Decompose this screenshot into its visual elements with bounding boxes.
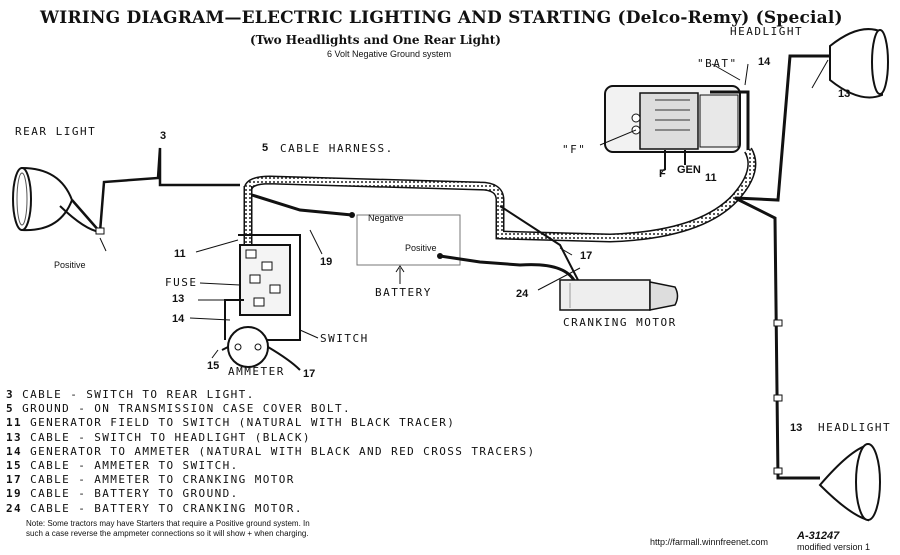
cable-3 [71,147,240,233]
headlight-top-label: HEADLIGHT [730,25,804,38]
legend-text: CABLE - SWITCH TO REAR LIGHT. [22,388,255,401]
legend-text: CABLE - BATTERY TO GROUND. [30,487,239,501]
callout-5: 5 [262,142,269,154]
callout-11-gen: 11 [705,172,717,184]
callout-13-top: 13 [838,88,851,100]
headlight-bottom-label: HEADLIGHT [818,421,892,434]
callout-3: 3 [160,130,167,142]
ammeter-label: AMMETER [228,365,285,378]
rear-light-lamp [12,166,74,232]
callout-14-top: 14 [758,56,771,68]
source-url: http://farmall.winnfreenet.com [650,537,769,547]
diagram-subtitle: (Two Headlights and One Rear Light) [250,33,501,47]
diagram-title: WIRING DIAGRAM—ELECTRIC LIGHTING AND STA… [40,8,843,28]
cable-24 [439,254,577,283]
legend-row: 14 GENERATOR TO AMMETER (NATURAL WITH BL… [6,445,536,459]
cable-harness-label: CABLE HARNESS. [280,142,394,155]
rear-light-positive-label: Positive [54,260,86,270]
legend-num: 13 [6,430,23,444]
battery-positive-label: Positive [405,243,437,253]
callout-15: 15 [207,360,220,372]
legend-text: GENERATOR FIELD TO SWITCH (NATURAL WITH … [30,416,456,430]
cable-19 [251,193,353,217]
ammeter [227,326,269,368]
cable-legend: 3 CABLE - SWITCH TO REAR LIGHT. 5 GROUND… [6,388,536,516]
generator [604,85,741,153]
legend-num: 14 [6,444,23,458]
legend-text: CABLE - BATTERY TO CRANKING MOTOR. [30,501,303,515]
legend-num: 24 [6,501,23,515]
callout-14-left: 14 [172,313,185,325]
legend-text: CABLE - SWITCH TO HEADLIGHT (BLACK) [30,430,311,444]
legend-text: CABLE - AMMETER TO CRANKING MOTOR [30,473,295,487]
legend-num: 15 [6,459,23,473]
legend-text: GENERATOR TO AMMETER (NATURAL WITH BLACK… [30,444,536,458]
legend-num: 3 [6,388,15,401]
f-terminal-label: "F" [562,143,587,156]
battery-negative-label: Negative [368,213,404,223]
battery-label: BATTERY [375,286,432,299]
callout-19: 19 [320,256,333,268]
headlight-bottom-lamp [818,443,881,522]
legend-text: GROUND - ON TRANSMISSION CASE COVER BOLT… [22,402,351,416]
figure-code: A-31247 [797,530,840,542]
callout-13-left: 13 [172,293,185,305]
legend-row: 3 CABLE - SWITCH TO REAR LIGHT. [6,388,536,402]
legend-row: 24 CABLE - BATTERY TO CRANKING MOTOR. [6,502,536,516]
ground-system-note: Note: Some tractors may have Starters th… [26,519,310,538]
callout-13-bottom: 13 [790,422,803,434]
legend-row: 13 CABLE - SWITCH TO HEADLIGHT (BLACK) [6,431,536,445]
legend-row: 19 CABLE - BATTERY TO GROUND. [6,487,536,501]
legend-num: 19 [6,487,23,501]
modified-version: modified version 1 [797,542,871,552]
bat-terminal-label: "BAT" [697,57,738,70]
system-note: 6 Volt Negative Ground system [327,49,452,59]
cable-13-top [734,54,830,202]
legend-num: 11 [6,416,23,430]
legend-num: 5 [6,402,15,416]
gen-label: GEN [677,164,701,176]
cranking-motor-label: CRANKING MOTOR [563,316,677,329]
cable-13-bottom [734,196,820,480]
f-label: F [659,168,666,180]
legend-text: CABLE - AMMETER TO SWITCH. [30,459,239,473]
callout-17-right: 17 [580,250,593,262]
callout-24: 24 [516,288,529,300]
rear-light-label: REAR LIGHT [15,125,97,138]
legend-num: 17 [6,473,23,487]
callout-17-left: 17 [303,368,316,380]
legend-row: 15 CABLE - AMMETER TO SWITCH. [6,459,536,473]
legend-row: 11 GENERATOR FIELD TO SWITCH (NATURAL WI… [6,416,536,430]
fuse-label: FUSE [165,276,198,289]
callout-11-left: 11 [174,248,186,260]
headlight-top-lamp [829,28,889,99]
legend-row: 5 GROUND - ON TRANSMISSION CASE COVER BO… [6,402,536,416]
legend-row: 17 CABLE - AMMETER TO CRANKING MOTOR [6,473,536,487]
switch-label: SWITCH [320,332,369,345]
switch-assembly [238,234,301,341]
cranking-motor [559,279,679,311]
